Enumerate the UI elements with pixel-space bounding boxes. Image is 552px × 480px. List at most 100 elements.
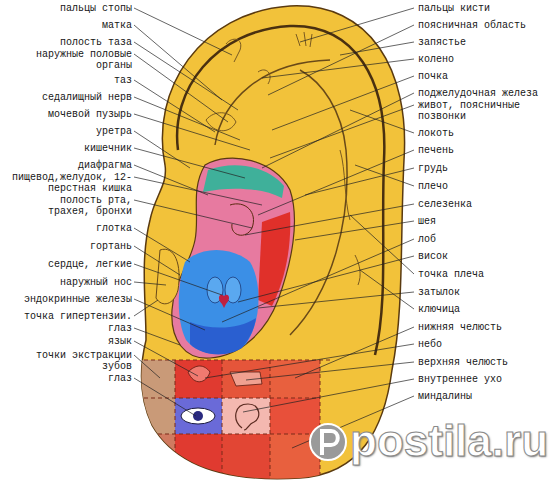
grid-line — [222, 360, 223, 480]
leader-line — [134, 8, 232, 55]
leader-lines — [134, 8, 414, 448]
leader-line — [350, 110, 414, 133]
lobe-cell — [175, 398, 222, 434]
organ-label: внутреннее ухо — [418, 374, 552, 385]
foot-icon — [226, 39, 241, 62]
leader-line — [258, 292, 414, 308]
organ-label: точка плеча — [418, 269, 552, 280]
watermark-logo — [310, 424, 346, 460]
concha-red-zone — [258, 212, 290, 306]
organ-label: запястье — [418, 37, 552, 48]
leader-line — [134, 264, 222, 295]
organ-label: сердце, легкие — [4, 259, 132, 270]
organ-label: пальцы стопы — [4, 3, 132, 14]
leader-line — [305, 168, 414, 195]
organ-label: верхняя челюсть — [418, 357, 552, 368]
organ-label: печень — [418, 145, 552, 156]
leader-line — [134, 148, 245, 178]
leader-line — [134, 228, 190, 262]
leader-line — [245, 204, 414, 235]
leader-line — [340, 42, 414, 55]
leader-line — [134, 299, 205, 330]
organ-label: небо — [418, 339, 552, 350]
lobe-cell — [130, 398, 175, 434]
lobe-cell — [130, 360, 175, 398]
grid-line — [130, 434, 320, 435]
organ-label: висок — [418, 251, 552, 262]
organ-label: мочевой пузырь — [4, 109, 132, 120]
leader-line — [134, 246, 180, 275]
leader-line — [262, 59, 414, 78]
organ-label: живот, поясничные позвонки — [418, 100, 552, 122]
lobe-cell — [222, 398, 270, 434]
organ-label: наружные половые органы — [4, 49, 132, 71]
organ-label: поджелудочная железа — [418, 88, 552, 99]
organ-label: полость таза — [4, 37, 132, 48]
organ-label: колено — [418, 54, 552, 65]
organ-label: диафрагма — [4, 160, 132, 171]
leader-line — [134, 80, 215, 132]
leader-line — [134, 200, 252, 228]
organ-label: язык — [4, 336, 132, 347]
leader-line — [270, 105, 414, 158]
grid-line — [270, 360, 271, 480]
leader-line — [134, 42, 238, 110]
organ-label: точки экстракции зубов — [32, 350, 132, 372]
lobe-cell — [270, 360, 320, 398]
lobe-cell — [270, 398, 320, 434]
lobe-cell — [222, 434, 270, 480]
leader-line — [360, 270, 414, 309]
ear-icon — [236, 404, 259, 430]
leader-line — [262, 93, 414, 168]
organ-label: ключица — [418, 304, 552, 315]
leader-line — [355, 165, 414, 186]
grid-line — [175, 360, 176, 480]
organ-label: гортань — [4, 241, 132, 252]
organ-label: глаз — [4, 373, 132, 384]
leader-line — [300, 8, 414, 42]
antihelix — [215, 60, 330, 145]
leader-line — [134, 355, 160, 378]
organ-label: таз — [4, 75, 132, 86]
leader-line — [295, 221, 414, 240]
leader-line — [134, 300, 158, 316]
leader-line — [238, 256, 414, 302]
eye-icon — [181, 408, 215, 424]
body-icon — [340, 150, 360, 285]
organ-label: миндалины — [418, 391, 552, 402]
organ-label: поясничная область — [418, 20, 552, 31]
lobe-cell — [222, 360, 270, 398]
organ-label: шея — [418, 216, 552, 227]
organ-label: лоб — [418, 234, 552, 245]
leader-line — [134, 54, 228, 122]
leader-line — [134, 378, 196, 416]
organ-label: глотка — [4, 223, 132, 234]
watermark-text: postila.ru — [350, 416, 548, 466]
leader-line — [134, 114, 250, 150]
lobe-cell — [130, 434, 175, 480]
heart-icon — [219, 295, 229, 308]
organ-label: грудь — [418, 163, 552, 174]
organ-label: почка — [418, 71, 552, 82]
organ-label: пальцы кисти — [418, 3, 552, 14]
organ-label: кишечник — [4, 143, 132, 154]
leader-line — [272, 76, 414, 130]
organ-label: селезенка — [418, 199, 552, 210]
organ-label: уретра — [4, 126, 132, 137]
eye-pupil — [193, 411, 203, 421]
leader-line — [134, 131, 190, 168]
leader-line — [134, 341, 198, 376]
organ-label: пищевод,желудок, 12-перстная кишка — [4, 172, 132, 194]
organ-label: седалищный нерв — [4, 92, 132, 103]
leader-line — [246, 362, 414, 380]
grid-line — [130, 398, 320, 399]
stomach-icon — [230, 204, 253, 235]
watermark-logo-mark — [322, 431, 338, 455]
organ-label: эндокринные железы — [4, 294, 132, 305]
leader-line — [222, 239, 414, 322]
cavum-lower — [190, 318, 256, 354]
organ-label: матка — [4, 20, 132, 31]
lobe-cell — [175, 434, 222, 480]
